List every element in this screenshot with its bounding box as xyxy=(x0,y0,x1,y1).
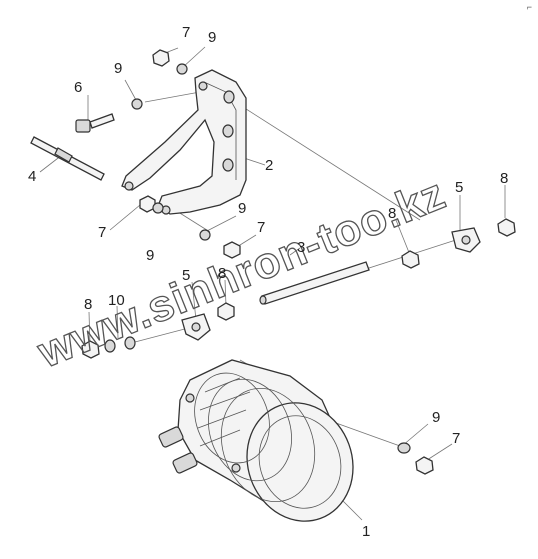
callout-8-middle: 8 xyxy=(218,265,226,282)
small-bracket-part-5-right xyxy=(451,227,481,253)
callout-9-top: 9 xyxy=(208,29,216,46)
compressor-part-1 xyxy=(158,359,354,522)
callout-9-bottom: 9 xyxy=(432,409,440,426)
callout-labels: 1 2 3 4 5 5 6 7 7 7 7 8 8 8 8 9 9 9 9 9 … xyxy=(28,24,508,540)
callout-7-middle: 7 xyxy=(257,219,265,236)
bolt-part-6 xyxy=(75,113,115,133)
callout-1: 1 xyxy=(362,523,370,540)
callout-3: 3 xyxy=(297,239,305,256)
callout-7-left: 7 xyxy=(98,224,106,241)
callout-7-bottom: 7 xyxy=(452,430,460,447)
stud-part-4 xyxy=(30,136,105,181)
callout-9-lone: 9 xyxy=(146,247,154,264)
callout-10: 10 xyxy=(108,292,125,309)
callout-8-middle-right: 8 xyxy=(388,205,396,222)
callout-9-middle: 9 xyxy=(238,200,246,217)
callout-4: 4 xyxy=(28,168,36,185)
callout-9-bolt: 9 xyxy=(114,60,122,77)
callout-8-far-right: 8 xyxy=(500,170,508,187)
rod-part-3 xyxy=(259,261,370,305)
callout-5-right: 5 xyxy=(455,179,463,196)
callout-8-left: 8 xyxy=(84,296,92,313)
callout-2: 2 xyxy=(265,157,273,174)
small-bracket-part-5-left xyxy=(181,313,211,341)
corner-mark: ⌐ xyxy=(526,2,532,12)
callout-5-left: 5 xyxy=(182,267,190,284)
callout-6: 6 xyxy=(74,79,82,96)
callout-7-top: 7 xyxy=(182,24,190,41)
bracket-part-2 xyxy=(121,69,247,215)
fasteners xyxy=(81,49,516,475)
